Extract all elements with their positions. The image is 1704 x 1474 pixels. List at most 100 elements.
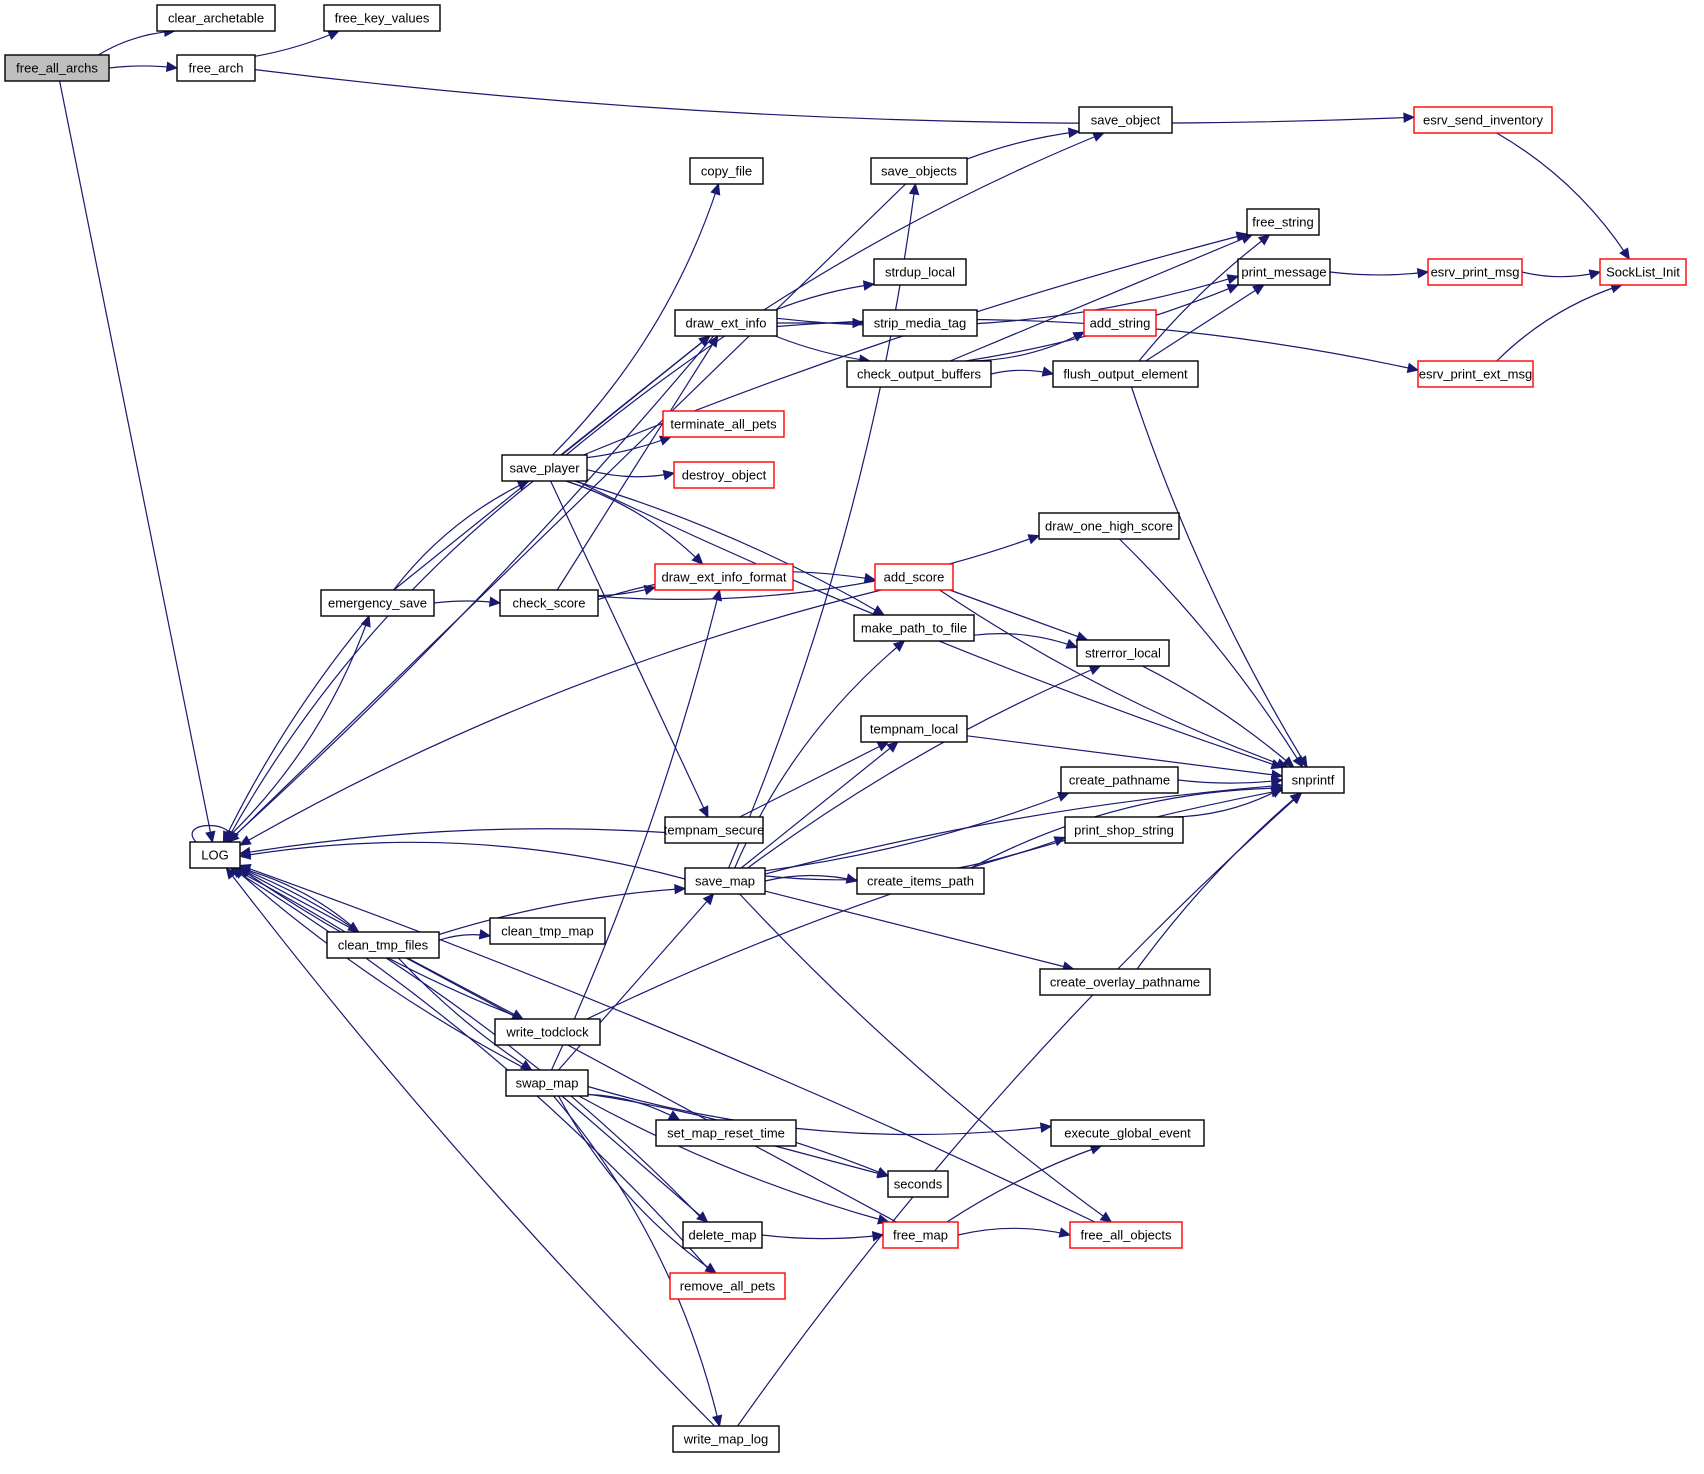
node-clean-tmp-files[interactable]: clean_tmp_files <box>326 931 440 959</box>
node-box[interactable] <box>320 589 435 617</box>
node-box[interactable] <box>501 454 588 482</box>
node-box[interactable] <box>1052 360 1199 388</box>
node-save-objects[interactable]: save_objects <box>870 157 968 185</box>
node-box[interactable] <box>505 1069 589 1097</box>
node-box[interactable] <box>1064 816 1184 844</box>
node-draw-ext-info-format[interactable]: draw_ext_info_format <box>654 563 794 591</box>
node-box[interactable] <box>499 589 599 617</box>
node-box[interactable] <box>1050 1119 1205 1147</box>
node-swap-map[interactable]: swap_map <box>505 1069 589 1097</box>
node-box[interactable] <box>176 54 256 82</box>
node-add-score[interactable]: add_score <box>874 563 954 591</box>
node-print-shop-string[interactable]: print_shop_string <box>1064 816 1184 844</box>
node-box[interactable] <box>662 410 785 438</box>
node-box[interactable] <box>862 309 978 337</box>
node-box[interactable] <box>1281 766 1345 794</box>
node-esrv-print-ext-msg[interactable]: esrv_print_ext_msg <box>1417 360 1534 388</box>
node-free-all-archs[interactable]: free_all_archs <box>4 54 110 82</box>
node-snprintf[interactable]: snprintf <box>1281 766 1345 794</box>
node-box[interactable] <box>672 1425 780 1453</box>
node-emergency-save[interactable]: emergency_save <box>320 589 435 617</box>
node-box[interactable] <box>489 917 606 945</box>
node-box[interactable] <box>1417 360 1534 388</box>
node-strerror-local[interactable]: strerror_local <box>1076 639 1170 667</box>
node-free-string[interactable]: free_string <box>1246 208 1320 236</box>
node-box[interactable] <box>664 816 764 844</box>
node-write-todclock[interactable]: write_todclock <box>494 1018 601 1046</box>
node-box[interactable] <box>1076 639 1170 667</box>
node-box[interactable] <box>689 157 764 185</box>
node-draw-one-high-score[interactable]: draw_one_high_score <box>1038 512 1180 540</box>
node-clean-tmp-map[interactable]: clean_tmp_map <box>489 917 606 945</box>
node-box[interactable] <box>682 1221 763 1249</box>
node-free-all-objects[interactable]: free_all_objects <box>1069 1221 1183 1249</box>
node-box[interactable] <box>189 841 241 869</box>
node-box[interactable] <box>1038 512 1180 540</box>
node-create-pathname[interactable]: create_pathname <box>1060 766 1179 794</box>
node-check-score[interactable]: check_score <box>499 589 599 617</box>
node-seconds[interactable]: seconds <box>887 1170 949 1198</box>
node-free-key-values[interactable]: free_key_values <box>323 4 441 32</box>
node-box[interactable] <box>1599 258 1687 286</box>
node-create-overlay-pathname[interactable]: create_overlay_pathname <box>1039 968 1211 996</box>
node-box[interactable] <box>1413 106 1553 134</box>
node-flush-output-element[interactable]: flush_output_element <box>1052 360 1199 388</box>
node-box[interactable] <box>1246 208 1320 236</box>
node-box[interactable] <box>1039 968 1211 996</box>
node-box[interactable] <box>856 867 985 895</box>
node-box[interactable] <box>1427 258 1523 286</box>
node-copy-file[interactable]: copy_file <box>689 157 764 185</box>
node-box[interactable] <box>323 4 441 32</box>
node-create-items-path[interactable]: create_items_path <box>856 867 985 895</box>
node-box[interactable] <box>1069 1221 1183 1249</box>
node-box[interactable] <box>860 715 968 743</box>
node-save-player[interactable]: save_player <box>501 454 588 482</box>
node-terminate-all-pets[interactable]: terminate_all_pets <box>662 410 785 438</box>
node-execute-global-event[interactable]: execute_global_event <box>1050 1119 1205 1147</box>
node-box[interactable] <box>326 931 440 959</box>
node-box[interactable] <box>654 563 794 591</box>
node-strdup-local[interactable]: strdup_local <box>873 258 967 286</box>
node-box[interactable] <box>494 1018 601 1046</box>
node-box[interactable] <box>873 258 967 286</box>
node-check-output-buffers[interactable]: check_output_buffers <box>846 360 992 388</box>
node-set-map-reset-time[interactable]: set_map_reset_time <box>655 1119 797 1147</box>
node-save-map[interactable]: save_map <box>684 867 766 895</box>
node-box[interactable] <box>655 1119 797 1147</box>
node-clear-archetable[interactable]: clear_archetable <box>156 4 276 32</box>
node-destroy-object[interactable]: destroy_object <box>673 461 775 489</box>
node-box[interactable] <box>1237 258 1331 286</box>
node-free-arch[interactable]: free_arch <box>176 54 256 82</box>
node-make-path-to-file[interactable]: make_path_to_file <box>853 614 975 642</box>
node-draw-ext-info[interactable]: draw_ext_info <box>674 309 778 337</box>
node-delete-map[interactable]: delete_map <box>682 1221 763 1249</box>
node-box[interactable] <box>1083 309 1157 337</box>
node-box[interactable] <box>156 4 276 32</box>
node-box[interactable] <box>669 1272 786 1300</box>
node-socklist-init[interactable]: SockList_Init <box>1599 258 1687 286</box>
node-write-map-log[interactable]: write_map_log <box>672 1425 780 1453</box>
node-box[interactable] <box>874 563 954 591</box>
node-log[interactable]: LOG <box>189 841 241 869</box>
node-box[interactable] <box>674 309 778 337</box>
node-box[interactable] <box>1060 766 1179 794</box>
node-add-string[interactable]: add_string <box>1083 309 1157 337</box>
node-strip-media-tag[interactable]: strip_media_tag <box>862 309 978 337</box>
node-tempnam-secure[interactable]: tempnam_secure <box>664 816 764 844</box>
node-remove-all-pets[interactable]: remove_all_pets <box>669 1272 786 1300</box>
node-print-message[interactable]: print_message <box>1237 258 1331 286</box>
node-box[interactable] <box>684 867 766 895</box>
node-box[interactable] <box>882 1221 959 1249</box>
node-box[interactable] <box>853 614 975 642</box>
node-tempnam-local[interactable]: tempnam_local <box>860 715 968 743</box>
node-save-object[interactable]: save_object <box>1078 106 1173 134</box>
node-free-map[interactable]: free_map <box>882 1221 959 1249</box>
node-box[interactable] <box>887 1170 949 1198</box>
node-box[interactable] <box>4 54 110 82</box>
node-box[interactable] <box>673 461 775 489</box>
node-esrv-send-inventory[interactable]: esrv_send_inventory <box>1413 106 1553 134</box>
node-box[interactable] <box>846 360 992 388</box>
node-esrv-print-msg[interactable]: esrv_print_msg <box>1427 258 1523 286</box>
node-box[interactable] <box>1078 106 1173 134</box>
node-box[interactable] <box>870 157 968 185</box>
